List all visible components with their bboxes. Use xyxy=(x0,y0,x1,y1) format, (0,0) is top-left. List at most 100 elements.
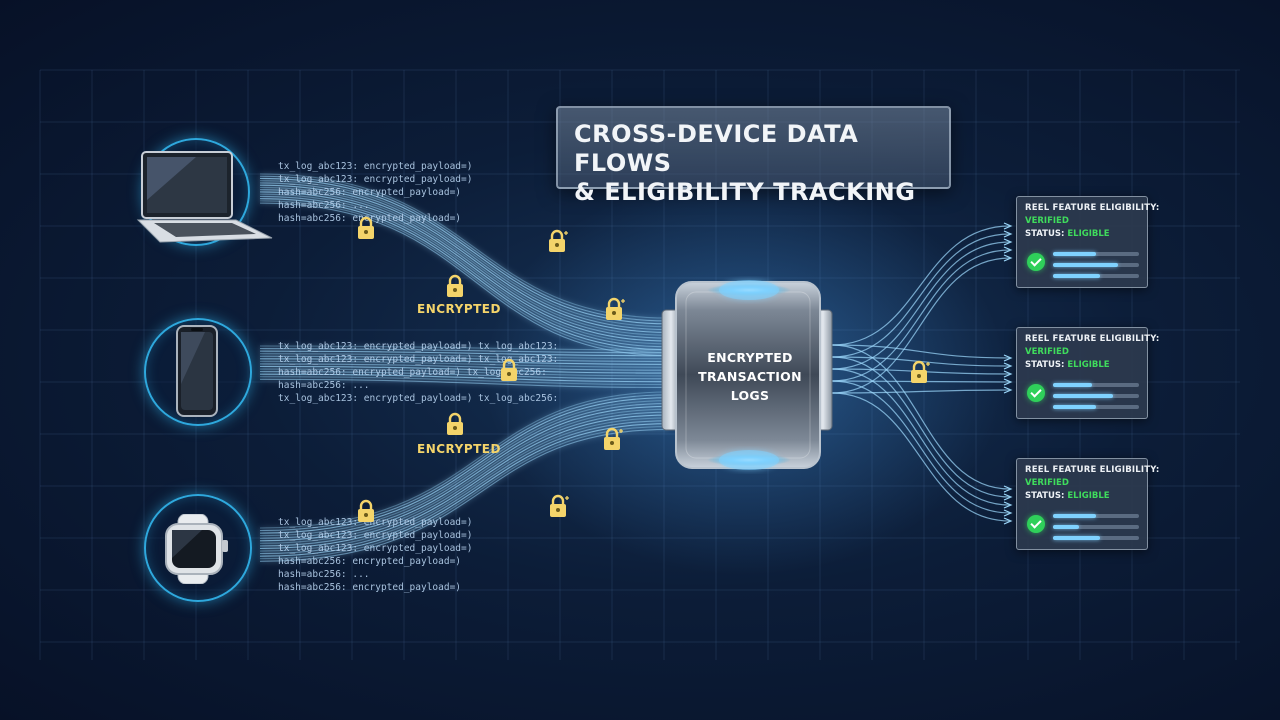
flow-line xyxy=(259,186,669,336)
arrowhead xyxy=(1003,501,1013,509)
outgoing-flow-line xyxy=(831,389,1011,394)
flow-line xyxy=(259,184,669,333)
flow-line xyxy=(259,365,669,374)
flow-line xyxy=(259,411,669,547)
progress-fill xyxy=(1053,525,1079,529)
progress-fill xyxy=(1053,394,1114,398)
outgoing-flows xyxy=(831,222,1013,525)
lock-icon xyxy=(447,412,463,435)
lock-icon xyxy=(358,216,374,239)
status-value: Eligible xyxy=(1067,360,1110,370)
progress-bar xyxy=(1053,252,1139,256)
flow-line xyxy=(259,173,669,319)
flow-line xyxy=(259,175,669,322)
encrypted-label: Encrypted xyxy=(417,442,501,456)
flow-line xyxy=(259,358,669,365)
title-panel: Cross-Device Data Flows & Eligibility Tr… xyxy=(556,106,951,206)
card-title: Reel Feature Eligibility: xyxy=(1025,203,1160,213)
arrowhead xyxy=(1003,362,1013,370)
arrowhead xyxy=(1003,493,1013,501)
card-verified: Verified xyxy=(1025,347,1069,357)
hub-label-line-3: Logs xyxy=(730,388,770,403)
progress-fill xyxy=(1053,252,1096,256)
flow-line xyxy=(259,177,669,325)
flow-line xyxy=(259,420,669,555)
status-key: Status: xyxy=(1025,491,1065,501)
card-status: Status: Eligible xyxy=(1025,360,1139,370)
log-line: tx_log_abc123: encrypted_payload=) xyxy=(278,517,473,528)
log-line: tx_log_abc123: encrypted_payload=) xyxy=(278,543,473,554)
log-line: hash=abc256: encrypted_payload=) xyxy=(278,187,462,198)
arrowhead xyxy=(1003,230,1013,238)
hub-label-line-1: Encrypted xyxy=(707,350,793,365)
card-verified: Verified xyxy=(1025,216,1069,226)
status-key: Status: xyxy=(1025,360,1065,370)
hub-label: Encrypted Transaction Logs xyxy=(690,348,810,405)
lock-icon xyxy=(550,494,569,517)
arrowhead xyxy=(1003,222,1013,230)
flow-line xyxy=(259,191,669,342)
flow-line xyxy=(259,408,669,544)
progress-fill xyxy=(1053,514,1096,518)
flow-line xyxy=(259,423,669,557)
flow-line xyxy=(259,414,669,550)
arrowhead xyxy=(1003,238,1013,246)
eligibility-card: Reel Feature Eligibility: Verified Statu… xyxy=(1016,327,1160,419)
flow-line xyxy=(259,402,669,539)
flow-line xyxy=(259,373,669,383)
check-icon xyxy=(1027,253,1045,271)
log-line: tx_log_abc123: encrypted_payload=) tx_lo… xyxy=(278,341,559,352)
progress-bar xyxy=(1053,405,1139,409)
flow-line xyxy=(259,378,669,388)
log-line: tx_log_abc123: encrypted_payload=) tx_lo… xyxy=(278,354,559,365)
flow-line xyxy=(259,363,669,371)
flow-line xyxy=(259,397,669,534)
smartphone-icon xyxy=(176,325,218,417)
arrowhead xyxy=(1003,254,1013,262)
lock-icon xyxy=(358,499,374,522)
flow-line xyxy=(259,195,669,348)
flow-line xyxy=(259,350,669,357)
log-line: hash=abc256: encrypted_payload=) xyxy=(278,556,462,567)
flow-line xyxy=(259,198,669,351)
flow-line xyxy=(259,193,669,345)
log-line: tx_log_abc123: encrypted_payload=) xyxy=(278,174,473,185)
progress-bar xyxy=(1053,514,1139,518)
flow-line xyxy=(259,376,669,386)
arrowhead xyxy=(1003,354,1013,362)
arrowhead xyxy=(1003,386,1013,394)
lock-icon xyxy=(549,229,568,252)
flow-line xyxy=(259,428,669,562)
lock-icon xyxy=(911,360,930,383)
progress-fill xyxy=(1053,536,1101,540)
card-title: Reel Feature Eligibility: xyxy=(1025,334,1160,344)
outgoing-flow-line xyxy=(831,356,1011,498)
flow-line xyxy=(259,368,669,377)
outgoing-flow-line xyxy=(831,344,1011,359)
status-value: Eligible xyxy=(1067,229,1110,239)
arrowhead xyxy=(1003,509,1013,517)
outgoing-flow-line xyxy=(831,392,1011,522)
flow-line xyxy=(259,394,669,532)
smartwatch-icon xyxy=(165,514,228,584)
eligibility-card: Reel Feature Eligibility: Verified Statu… xyxy=(1016,458,1160,550)
incoming-flows xyxy=(259,173,669,562)
arrowhead xyxy=(1003,370,1013,378)
log-line: hash=abc256: encrypted_payload=) xyxy=(278,582,462,593)
card-title: Reel Feature Eligibility: xyxy=(1025,465,1160,475)
progress-bar xyxy=(1053,263,1139,267)
flow-line xyxy=(259,348,669,354)
progress-bar xyxy=(1053,536,1139,540)
progress-fill xyxy=(1053,383,1092,387)
check-icon xyxy=(1027,384,1045,402)
flow-line xyxy=(259,426,669,560)
arrowhead xyxy=(1003,246,1013,254)
lock-icon xyxy=(447,274,463,297)
arrowhead xyxy=(1003,485,1013,493)
lock-icon xyxy=(604,427,623,450)
flow-line xyxy=(259,355,669,363)
flow-line xyxy=(259,182,669,331)
progress-bar xyxy=(1053,274,1139,278)
arrowhead xyxy=(1003,517,1013,525)
